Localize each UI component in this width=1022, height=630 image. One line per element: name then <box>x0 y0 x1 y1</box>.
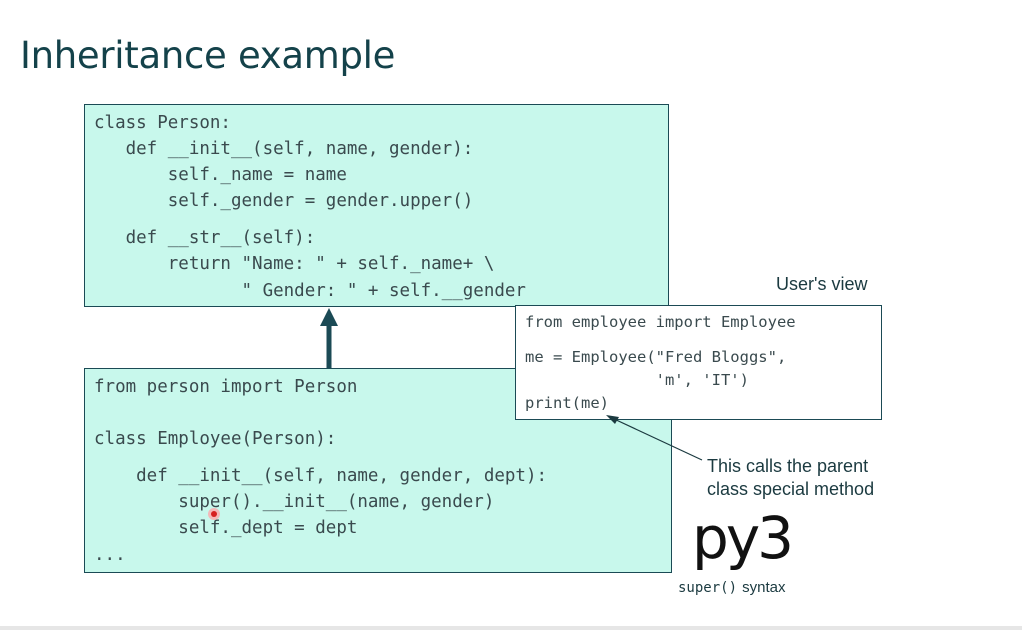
code-line: super().__init__(name, gender) <box>94 492 495 512</box>
code-line: self._gender = gender.upper() <box>94 191 474 211</box>
code-line: " Gender: " + self.__gender <box>94 281 526 301</box>
syntax-word: syntax <box>742 579 786 596</box>
py3-logo: py3 <box>692 504 794 572</box>
super-code: super() <box>678 580 738 596</box>
annotation-arrow <box>606 415 703 461</box>
code-line: class Person: <box>94 113 231 133</box>
code-line: from employee import Employee <box>525 313 796 331</box>
code-line: print(me) <box>525 394 609 412</box>
code-line: ... <box>94 545 126 565</box>
bottom-bar <box>0 626 1022 630</box>
code-line: from person import Person <box>94 377 358 397</box>
code-line: return "Name: " + self._name+ \ <box>94 254 495 274</box>
code-line: def __init__(self, name, gender, dept): <box>94 466 548 486</box>
inheritance-arrow <box>320 308 338 370</box>
annotation-text-line: This calls the parent <box>707 456 869 476</box>
person-class-code-box: class Person: def __init__(self, name, g… <box>84 104 669 307</box>
code-line: self._dept = dept <box>94 518 358 538</box>
code-line: self._name = name <box>94 165 347 185</box>
code-line: 'm', 'IT') <box>525 371 749 389</box>
slide-title: Inheritance example <box>20 34 396 77</box>
user-view-code-box: from employee import Employee me = Emplo… <box>515 305 882 420</box>
super-syntax-caption: super() syntax <box>678 577 785 596</box>
code-line: me = Employee("Fred Bloggs", <box>525 348 787 366</box>
code-line: def __init__(self, name, gender): <box>94 139 474 159</box>
code-line: def __str__(self): <box>94 228 316 248</box>
annotation-text-line: class special method <box>707 479 875 499</box>
pointer-dot-icon <box>208 508 220 520</box>
code-line: class Employee(Person): <box>94 429 337 449</box>
users-view-label: User's view <box>776 274 868 294</box>
